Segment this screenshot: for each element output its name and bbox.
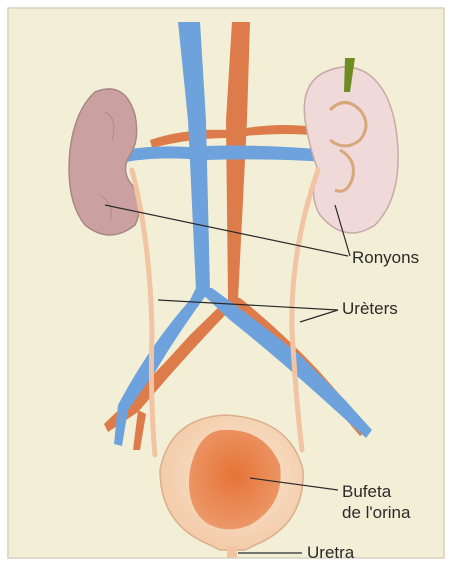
urethra-tube bbox=[227, 546, 237, 558]
label-ureters: Urèters bbox=[342, 299, 398, 318]
label-bladder-line2: de l'orina bbox=[342, 503, 411, 522]
label-urethra: Uretra bbox=[307, 543, 355, 562]
right-kidney-body bbox=[304, 67, 398, 233]
label-bladder-line1: Bufeta bbox=[342, 482, 392, 501]
label-kidneys: Ronyons bbox=[352, 248, 419, 267]
